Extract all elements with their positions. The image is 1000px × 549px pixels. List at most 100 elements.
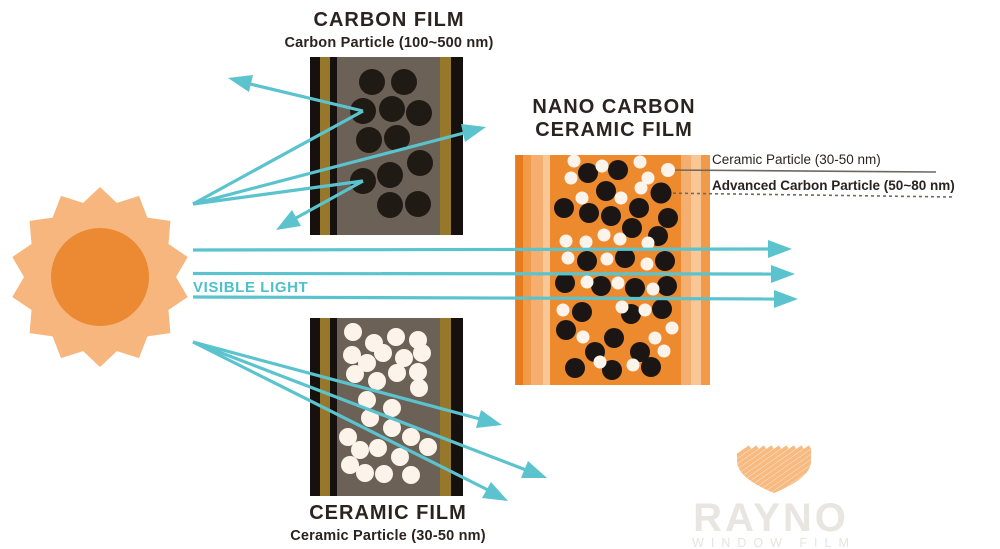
particle-dot (565, 358, 585, 378)
particle-dot (600, 252, 614, 266)
particle-dot (596, 181, 616, 201)
nano-advanced-carbon-particles (554, 160, 678, 380)
particle-dot (572, 302, 592, 322)
particle-dot (388, 364, 406, 382)
particle-dot (633, 155, 647, 169)
particle-dot (630, 342, 650, 362)
particle-dot (356, 464, 374, 482)
nano-film-title-line1: NANO CARBON (532, 96, 695, 118)
particle-dot (559, 234, 573, 248)
ceramic-film-subtitle: Ceramic Particle (30-50 nm) (290, 528, 486, 544)
particle-dot (409, 363, 427, 381)
particle-dot (383, 399, 401, 417)
particle-dot (615, 248, 635, 268)
particle-dot (402, 466, 420, 484)
particle-label-leaders (650, 163, 954, 204)
particle-dot (361, 409, 379, 427)
particle-dot (648, 331, 662, 345)
particle-dot (555, 273, 575, 293)
particle-dot (383, 419, 401, 437)
sun-icon (12, 187, 188, 367)
light-rays (192, 75, 798, 501)
particle-dot (646, 282, 660, 296)
particle-dot (578, 163, 598, 183)
particle-dot (405, 191, 431, 217)
particle-dot (655, 251, 675, 271)
particle-dot (402, 428, 420, 446)
particle-dot (576, 330, 590, 344)
particle-dot (419, 438, 437, 456)
particle-dot (341, 456, 359, 474)
particle-dot (602, 360, 622, 380)
particle-dot (554, 198, 574, 218)
carbon-film-graphic (310, 57, 463, 235)
particle-dot (351, 441, 369, 459)
particle-dot (577, 251, 597, 271)
particle-dot (597, 228, 611, 242)
particle-dot (556, 320, 576, 340)
carbon-film-subtitle: Carbon Particle (100~500 nm) (284, 35, 493, 51)
particle-dot (629, 198, 649, 218)
carbon-particles (350, 69, 433, 218)
advanced-carbon-particle-label: Advanced Carbon Particle (50~80 nm) (712, 178, 955, 193)
particle-dot (614, 191, 628, 205)
particle-dot (564, 171, 578, 185)
particle-dot (579, 235, 593, 249)
particle-dot (657, 276, 677, 296)
logo-brand-text: RAYNO (693, 496, 849, 540)
particle-dot (391, 69, 417, 95)
particle-dot (665, 321, 679, 335)
particle-dot (641, 171, 655, 185)
nano-film-title-line2: CERAMIC FILM (535, 119, 693, 141)
particle-dot (626, 358, 640, 372)
particle-dot (595, 159, 609, 173)
particle-dot (652, 299, 672, 319)
advanced-carbon-particle-dot (650, 182, 672, 204)
ceramic-particle-dot (661, 163, 675, 177)
ceramic-film-title: CERAMIC FILM (309, 502, 467, 524)
particle-dot (344, 323, 362, 341)
particle-dot (407, 150, 433, 176)
particle-dot (410, 379, 428, 397)
particle-dot (413, 344, 431, 362)
particle-dot (634, 181, 648, 195)
visible-light-label: VISIBLE LIGHT (193, 279, 308, 296)
particle-dot (625, 278, 645, 298)
particle-dot (368, 372, 386, 390)
particle-dot (359, 69, 385, 95)
particle-dot (575, 191, 589, 205)
particle-dot (374, 344, 392, 362)
particle-dot (343, 346, 361, 364)
particle-dot (622, 218, 642, 238)
particle-dot (613, 232, 627, 246)
particle-dot (406, 100, 432, 126)
ceramic-particles (339, 323, 437, 484)
particle-dot (604, 328, 624, 348)
particle-dot (638, 303, 652, 317)
particle-dot (346, 365, 364, 383)
particle-dot (658, 208, 678, 228)
particle-dot (579, 203, 599, 223)
particle-dot (377, 192, 403, 218)
logo-tagline-text: WINDOW FILM (692, 536, 856, 549)
particle-dot (601, 206, 621, 226)
particle-dot (580, 275, 594, 289)
particle-dot (593, 355, 607, 369)
particle-dot (395, 349, 413, 367)
particle-dot (377, 162, 403, 188)
ceramic-particle-label: Ceramic Particle (30-50 nm) (712, 152, 881, 167)
particle-dot (640, 257, 654, 271)
particle-dot (369, 439, 387, 457)
particle-dot (356, 127, 382, 153)
particle-dot (384, 125, 410, 151)
particle-dot (375, 465, 393, 483)
particle-dot (556, 303, 570, 317)
particle-dot (391, 448, 409, 466)
particle-dot (641, 357, 661, 377)
particle-dot (358, 354, 376, 372)
visible-light-rays (192, 240, 798, 308)
particle-dot (567, 154, 581, 168)
nano-ceramic-particles (556, 154, 679, 372)
